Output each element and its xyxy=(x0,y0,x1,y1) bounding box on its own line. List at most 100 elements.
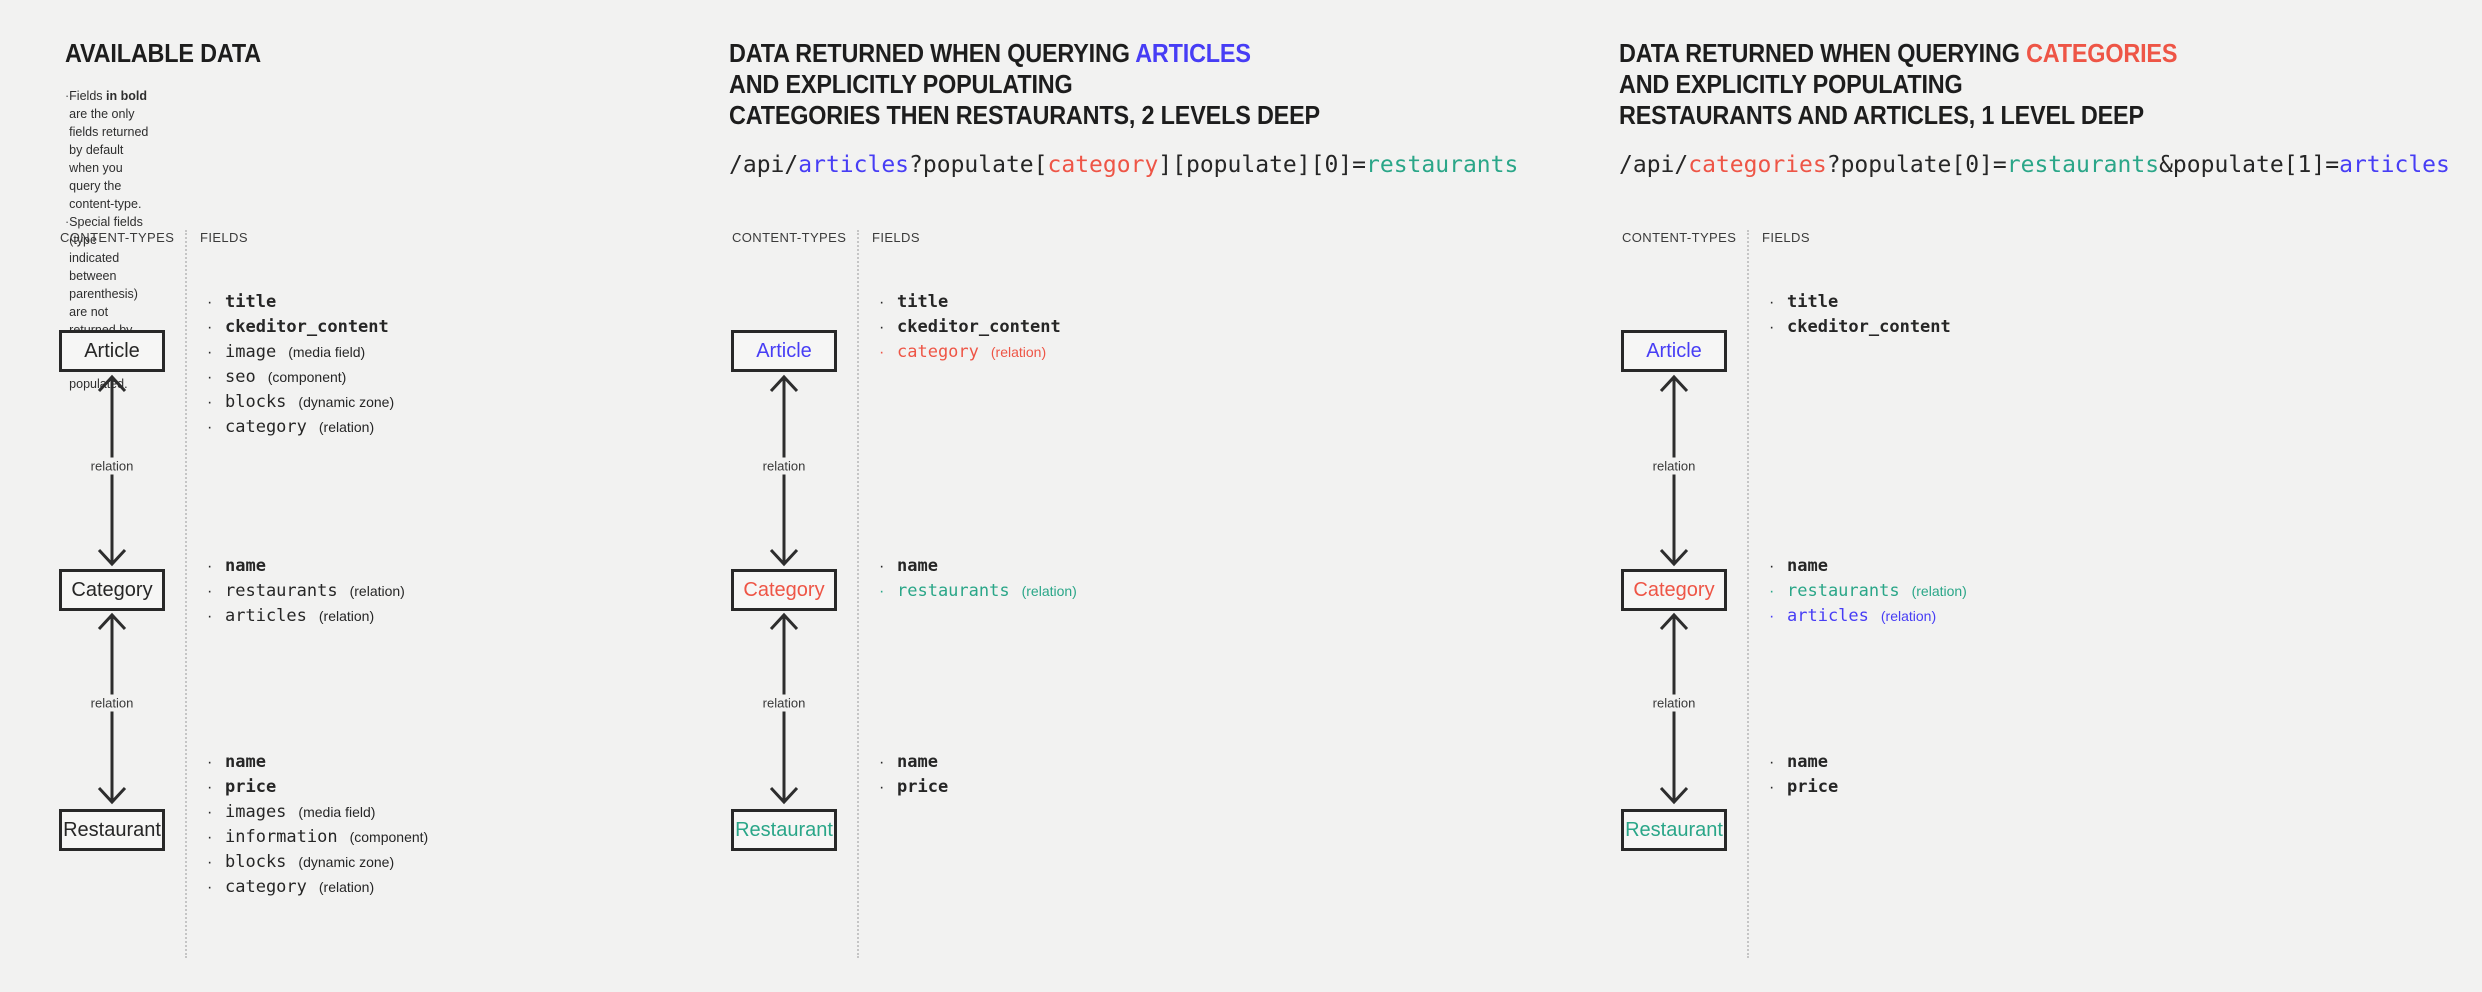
field-item-category: ·category(relation) xyxy=(207,877,428,902)
note-item: ·Fields in bold are the only fields retu… xyxy=(65,87,150,213)
bullet-icon: · xyxy=(879,344,885,361)
note-segment: in bold xyxy=(106,89,147,103)
content-type-box-article: Article xyxy=(59,330,165,372)
bullet-icon: · xyxy=(207,583,213,600)
bullet-icon: · xyxy=(879,754,885,771)
field-name: name xyxy=(225,752,266,772)
field-name: ckeditor_content xyxy=(225,317,389,337)
field-item-restaurants: ·restaurants(relation) xyxy=(1769,581,1967,606)
field-item-name: ·name xyxy=(1769,556,1967,581)
column-label-content-types: CONTENT-TYPES xyxy=(732,230,847,245)
bullet-icon: · xyxy=(207,319,213,336)
api-segment: category xyxy=(1047,152,1159,178)
field-name: blocks xyxy=(225,392,287,412)
content-type-box-category: Category xyxy=(731,569,837,611)
api-segment: /api/ xyxy=(729,152,799,178)
panel-title-line: AND EXPLICITLY POPULATING xyxy=(729,69,1320,100)
content-type-label: Article xyxy=(1646,339,1702,362)
field-type-annotation: (relation) xyxy=(349,583,405,599)
content-type-box-article: Article xyxy=(1621,330,1727,372)
field-name: ckeditor_content xyxy=(897,317,1061,337)
api-segment: restaurants xyxy=(1366,152,1519,178)
relation-label: relation xyxy=(1647,457,1701,475)
field-name: name xyxy=(225,556,266,576)
bullet-icon: · xyxy=(207,829,213,846)
bullet-icon: · xyxy=(1769,754,1775,771)
bullet-icon: · xyxy=(879,319,885,336)
panel-title-segment: CATEGORIES xyxy=(2026,38,2178,68)
api-segment: ?populate[ xyxy=(909,152,1048,178)
content-type-box-article: Article xyxy=(731,330,837,372)
field-list-category: ·name·restaurants(relation) xyxy=(879,556,1077,606)
content-type-box-restaurant: Restaurant xyxy=(1621,809,1727,851)
field-item-name: ·name xyxy=(879,752,948,777)
field-list-article: ·title·ckeditor_content·category(relatio… xyxy=(879,292,1061,367)
panel-title-line: RESTAURANTS AND ARTICLES, 1 LEVEL DEEP xyxy=(1619,100,2177,131)
note-segment: are the only fields returned by default … xyxy=(69,107,149,211)
bullet-icon: · xyxy=(65,89,70,103)
field-type-annotation: (relation) xyxy=(990,344,1047,360)
panel-title-segment: DATA RETURNED WHEN QUERYING xyxy=(1619,38,2027,68)
bullet-icon: · xyxy=(1769,294,1775,311)
content-type-label: Category xyxy=(1633,578,1715,601)
panel-title-segment: DATA RETURNED WHEN QUERYING xyxy=(729,38,1136,68)
bullet-icon: · xyxy=(207,344,213,361)
panel-title-line: DATA RETURNED WHEN QUERYING ARTICLES xyxy=(729,38,1320,69)
bullet-icon: · xyxy=(1769,319,1775,336)
bullet-icon: · xyxy=(207,394,213,411)
panel-title-segment: ARTICLES xyxy=(1135,38,1251,68)
column-label-content-types: CONTENT-TYPES xyxy=(60,230,175,245)
field-name: price xyxy=(897,777,949,797)
bullet-icon: · xyxy=(207,779,213,796)
bullet-icon: · xyxy=(1769,583,1775,600)
column-divider xyxy=(1747,230,1749,958)
api-segment: articles xyxy=(798,152,910,178)
content-type-label: Article xyxy=(84,339,140,362)
bullet-icon: · xyxy=(1769,608,1775,625)
field-name: articles xyxy=(1787,606,1869,626)
field-list-article: ·title·ckeditor_content xyxy=(1769,292,1951,342)
field-name: restaurants xyxy=(897,581,1010,601)
content-type-box-restaurant: Restaurant xyxy=(59,809,165,851)
field-name: image xyxy=(225,342,277,362)
field-item-price: ·price xyxy=(879,777,948,802)
field-type-annotation: (dynamic zone) xyxy=(298,394,395,410)
relation-label: relation xyxy=(85,694,139,712)
api-query: /api/categories?populate[0]=restaurants&… xyxy=(1619,151,2450,179)
field-name: articles xyxy=(225,606,307,626)
content-type-box-restaurant: Restaurant xyxy=(731,809,837,851)
bullet-icon: · xyxy=(207,754,213,771)
field-name: price xyxy=(1787,777,1839,797)
panel-title-segment: AND EXPLICITLY POPULATING xyxy=(729,69,1073,99)
field-item-title: ·title xyxy=(207,292,394,317)
column-label-fields: FIELDS xyxy=(1762,230,1810,245)
content-type-label: Restaurant xyxy=(1625,818,1723,841)
field-name: price xyxy=(225,777,277,797)
panel-title-line: AVAILABLE DATA xyxy=(65,38,261,69)
bullet-icon: · xyxy=(207,804,213,821)
field-item-restaurants: ·restaurants(relation) xyxy=(879,581,1077,606)
content-type-label: Restaurant xyxy=(63,818,161,841)
field-type-annotation: (relation) xyxy=(1021,583,1077,599)
bullet-icon: · xyxy=(207,879,213,896)
field-type-annotation: (media field) xyxy=(288,344,366,360)
field-item-name: ·name xyxy=(1769,752,1838,777)
field-name: title xyxy=(1787,292,1839,312)
api-segment: ][populate][0]= xyxy=(1158,152,1367,178)
field-list-category: ·name·restaurants(relation)·articles(rel… xyxy=(1769,556,1967,631)
panel-title: AVAILABLE DATA xyxy=(65,38,261,69)
field-type-annotation: (relation) xyxy=(318,879,375,895)
panel-title-segment: AND EXPLICITLY POPULATING xyxy=(1619,69,1963,99)
field-item-name: · name xyxy=(207,752,428,777)
panel-title-segment: AVAILABLE DATA xyxy=(65,38,261,68)
field-item-articles: ·articles(relation) xyxy=(1769,606,1967,631)
api-segment: /api/ xyxy=(1619,152,1689,178)
column-divider xyxy=(185,230,187,958)
bullet-icon: · xyxy=(1769,558,1775,575)
field-item-name: ·name xyxy=(879,556,1077,581)
panel-title-segment: CATEGORIES THEN RESTAURANTS, 2 LEVELS DE… xyxy=(729,100,1320,130)
field-item-information: ·information(component) xyxy=(207,827,428,852)
bullet-icon: · xyxy=(207,294,213,311)
field-list-restaurant: ·name·price xyxy=(879,752,948,802)
